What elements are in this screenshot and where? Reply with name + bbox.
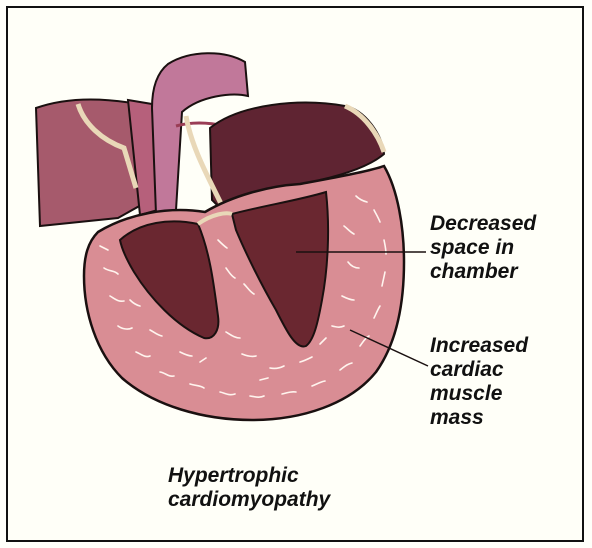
label-line: Increased — [430, 334, 528, 358]
label-line: mass — [430, 406, 528, 430]
caption-line: Hypertrophic — [168, 464, 330, 488]
label-decreased-space: Decreased space in chamber — [430, 212, 536, 284]
caption-line: cardiomyopathy — [168, 488, 330, 512]
label-increased-mass: Increased cardiac muscle mass — [430, 334, 528, 430]
label-line: cardiac — [430, 358, 528, 382]
diagram-caption: Hypertrophic cardiomyopathy — [168, 464, 330, 512]
label-line: Decreased — [430, 212, 536, 236]
label-line: space in — [430, 236, 536, 260]
label-line: muscle — [430, 382, 528, 406]
label-line: chamber — [430, 260, 536, 284]
